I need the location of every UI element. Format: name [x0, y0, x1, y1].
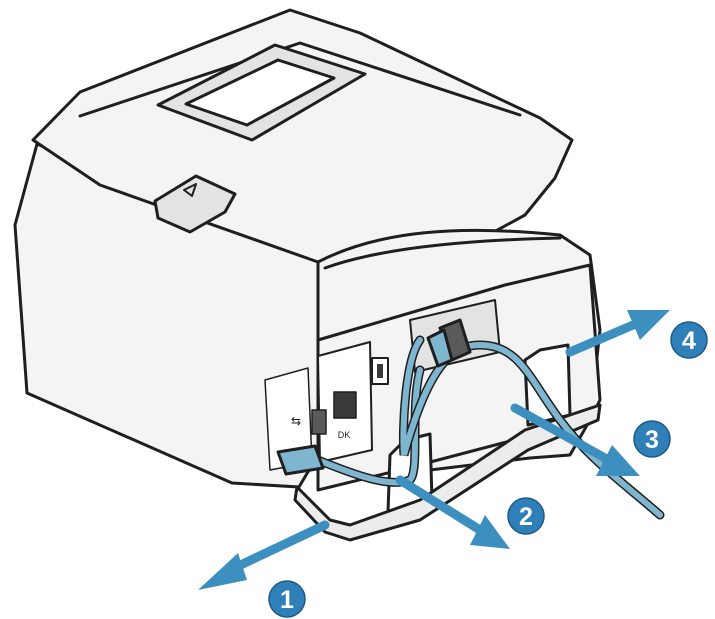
paper-slot-inner: [184, 58, 336, 127]
printer-base: [293, 403, 602, 542]
callout-label-2: 2: [519, 503, 533, 531]
power-switch-rocker: [377, 364, 383, 378]
callout-label-1: 1: [280, 586, 294, 614]
callout-badge-3: [633, 420, 671, 458]
direction-arrow-4: [565, 310, 670, 357]
usb-symbol: ⇆: [291, 414, 301, 428]
callout-4: 4: [670, 321, 708, 359]
callout-badge-1: [268, 580, 306, 618]
callout-badge-4: [670, 321, 708, 359]
direction-arrow-2: [395, 475, 510, 549]
callout-3: 3: [633, 420, 671, 458]
callout-label-4: 4: [682, 327, 696, 355]
callout-2: 2: [507, 497, 545, 535]
callout-label-3: 3: [645, 426, 659, 454]
printer-lid-ridge: [78, 41, 522, 118]
cover-release-arrow: [183, 183, 197, 197]
ethernet-port: [333, 391, 357, 419]
front-panel-curve: [323, 236, 562, 270]
cable-clamp: [426, 318, 472, 368]
callout-badge-2: [507, 497, 545, 535]
usb-connector: [276, 444, 325, 476]
dk-port: [311, 409, 327, 435]
callout-1: 1: [268, 580, 306, 618]
direction-arrows: [198, 310, 670, 590]
cover-release-button: [153, 174, 237, 234]
direction-arrow-1: [198, 520, 330, 590]
dk-label: DK: [338, 430, 351, 440]
direction-arrow-3: [510, 403, 640, 476]
